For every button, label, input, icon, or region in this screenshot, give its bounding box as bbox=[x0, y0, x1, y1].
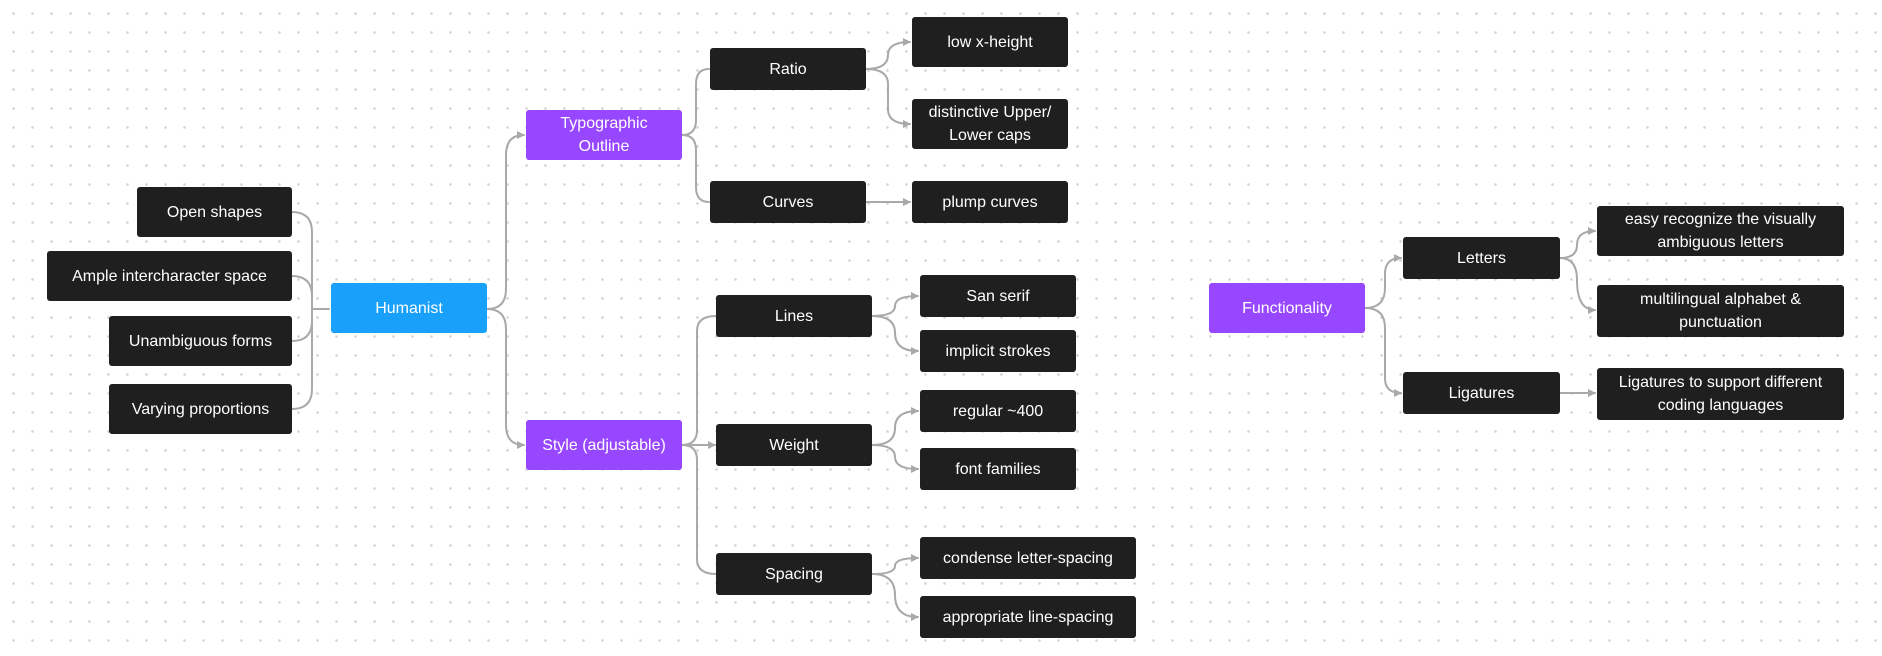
node-label: Ligatures to support different coding la… bbox=[1618, 374, 1823, 414]
category-node-spacing[interactable]: Spacing bbox=[716, 553, 872, 595]
node-label: distinctive Upper/ Lower caps bbox=[928, 104, 1052, 144]
node-label: Typographic Outline bbox=[560, 115, 648, 155]
leaf-node-san-serif[interactable]: San serif bbox=[920, 275, 1076, 317]
category-node-letters[interactable]: Letters bbox=[1403, 237, 1560, 279]
node-label: Unambiguous forms bbox=[128, 332, 273, 350]
input-node-ample-space[interactable]: Ample intercharacter space bbox=[47, 251, 292, 301]
node-label: font families bbox=[955, 460, 1041, 478]
leaf-node-low-x-height[interactable]: low x-height bbox=[912, 17, 1068, 67]
connector-ratio-caps bbox=[865, 68, 911, 128]
connector-outline-curves bbox=[681, 134, 710, 203]
input-node-varying-proportions[interactable]: Varying proportions bbox=[109, 384, 292, 434]
connector-unambiguous-forms bbox=[291, 308, 313, 342]
connector-humanist-style bbox=[486, 308, 525, 449]
node-label: San serif bbox=[966, 287, 1030, 305]
node-label: Varying proportions bbox=[131, 400, 270, 418]
input-node-open-shapes[interactable]: Open shapes bbox=[137, 187, 292, 237]
connector-humanist-outline bbox=[486, 131, 525, 310]
connector-letters-recognize bbox=[1559, 227, 1596, 259]
node-label: Ratio bbox=[769, 60, 807, 78]
connector-weight-families bbox=[871, 444, 919, 473]
node-label: Ligatures bbox=[1448, 384, 1515, 402]
node-label: easy recognize the visually ambiguous le… bbox=[1624, 211, 1817, 251]
leaf-node-coding-ligatures[interactable]: Ligatures to support different coding la… bbox=[1597, 368, 1844, 420]
category-node-curves[interactable]: Curves bbox=[710, 181, 866, 223]
connector-varying-proportions bbox=[291, 308, 313, 410]
category-node-ratio[interactable]: Ratio bbox=[710, 48, 866, 90]
node-label: Curves bbox=[762, 193, 814, 211]
node-label: Functionality bbox=[1242, 299, 1332, 317]
node-label: condense letter-spacing bbox=[943, 549, 1113, 567]
leaf-node-ambiguous-letters[interactable]: easy recognize the visually ambiguous le… bbox=[1597, 206, 1844, 256]
connector-style-lines bbox=[681, 315, 717, 446]
leaf-node-line-spacing[interactable]: appropriate line-spacing bbox=[920, 596, 1136, 638]
leaf-node-plump-curves[interactable]: plump curves bbox=[912, 181, 1068, 223]
node-label: multilingual alphabet & punctuation bbox=[1640, 291, 1801, 331]
connector-functionality-ligatures bbox=[1364, 307, 1402, 397]
node-label: Spacing bbox=[765, 565, 823, 583]
node-label: Humanist bbox=[375, 299, 443, 317]
node-label: Open shapes bbox=[166, 203, 263, 221]
category-node-weight[interactable]: Weight bbox=[716, 424, 872, 466]
node-label: plump curves bbox=[942, 193, 1038, 211]
leaf-node-condense-letter-spacing[interactable]: condense letter-spacing bbox=[920, 537, 1136, 579]
root-node-humanist[interactable]: Humanist bbox=[331, 283, 487, 333]
category-node-ligatures[interactable]: Ligatures bbox=[1403, 372, 1560, 414]
branch-node-typographic-outline[interactable]: Typographic Outline bbox=[526, 110, 682, 160]
connector-outline-ratio bbox=[681, 68, 710, 136]
connector-lines-sanserif bbox=[871, 292, 919, 317]
connector-style-spacing bbox=[681, 444, 717, 575]
connector-letters-multilingual bbox=[1559, 257, 1596, 314]
node-label: low x-height bbox=[947, 33, 1033, 51]
connector-functionality-letters bbox=[1364, 254, 1402, 309]
connector-spacing-condense bbox=[871, 554, 919, 575]
connector-weight-regular bbox=[871, 407, 919, 446]
connector-lines-strokes bbox=[871, 315, 919, 355]
node-label: appropriate line-spacing bbox=[942, 608, 1114, 626]
connector-open-shapes bbox=[291, 211, 330, 310]
leaf-node-upper-lower-caps[interactable]: distinctive Upper/ Lower caps bbox=[912, 99, 1068, 149]
category-node-lines[interactable]: Lines bbox=[716, 295, 872, 337]
leaf-node-multilingual-alphabet[interactable]: multilingual alphabet & punctuation bbox=[1597, 285, 1844, 337]
root-node-functionality[interactable]: Functionality bbox=[1209, 283, 1365, 333]
node-label: Weight bbox=[769, 436, 819, 454]
leaf-node-implicit-strokes[interactable]: implicit strokes bbox=[920, 330, 1076, 372]
node-label: Lines bbox=[774, 307, 814, 325]
connector-spacing-linespacing bbox=[871, 573, 919, 621]
node-label: regular ~400 bbox=[952, 402, 1044, 420]
input-node-unambiguous-forms[interactable]: Unambiguous forms bbox=[109, 316, 292, 366]
connector-ratio-xheight bbox=[865, 38, 911, 70]
node-label: Ample intercharacter space bbox=[72, 267, 267, 285]
node-label: implicit strokes bbox=[945, 342, 1051, 360]
leaf-node-regular-400[interactable]: regular ~400 bbox=[920, 390, 1076, 432]
leaf-node-font-families[interactable]: font families bbox=[920, 448, 1076, 490]
node-label: Style (adjustable) bbox=[542, 436, 666, 454]
connector-ample-space bbox=[291, 275, 313, 310]
branch-node-style[interactable]: Style (adjustable) bbox=[526, 420, 682, 470]
node-label: Letters bbox=[1457, 249, 1506, 267]
